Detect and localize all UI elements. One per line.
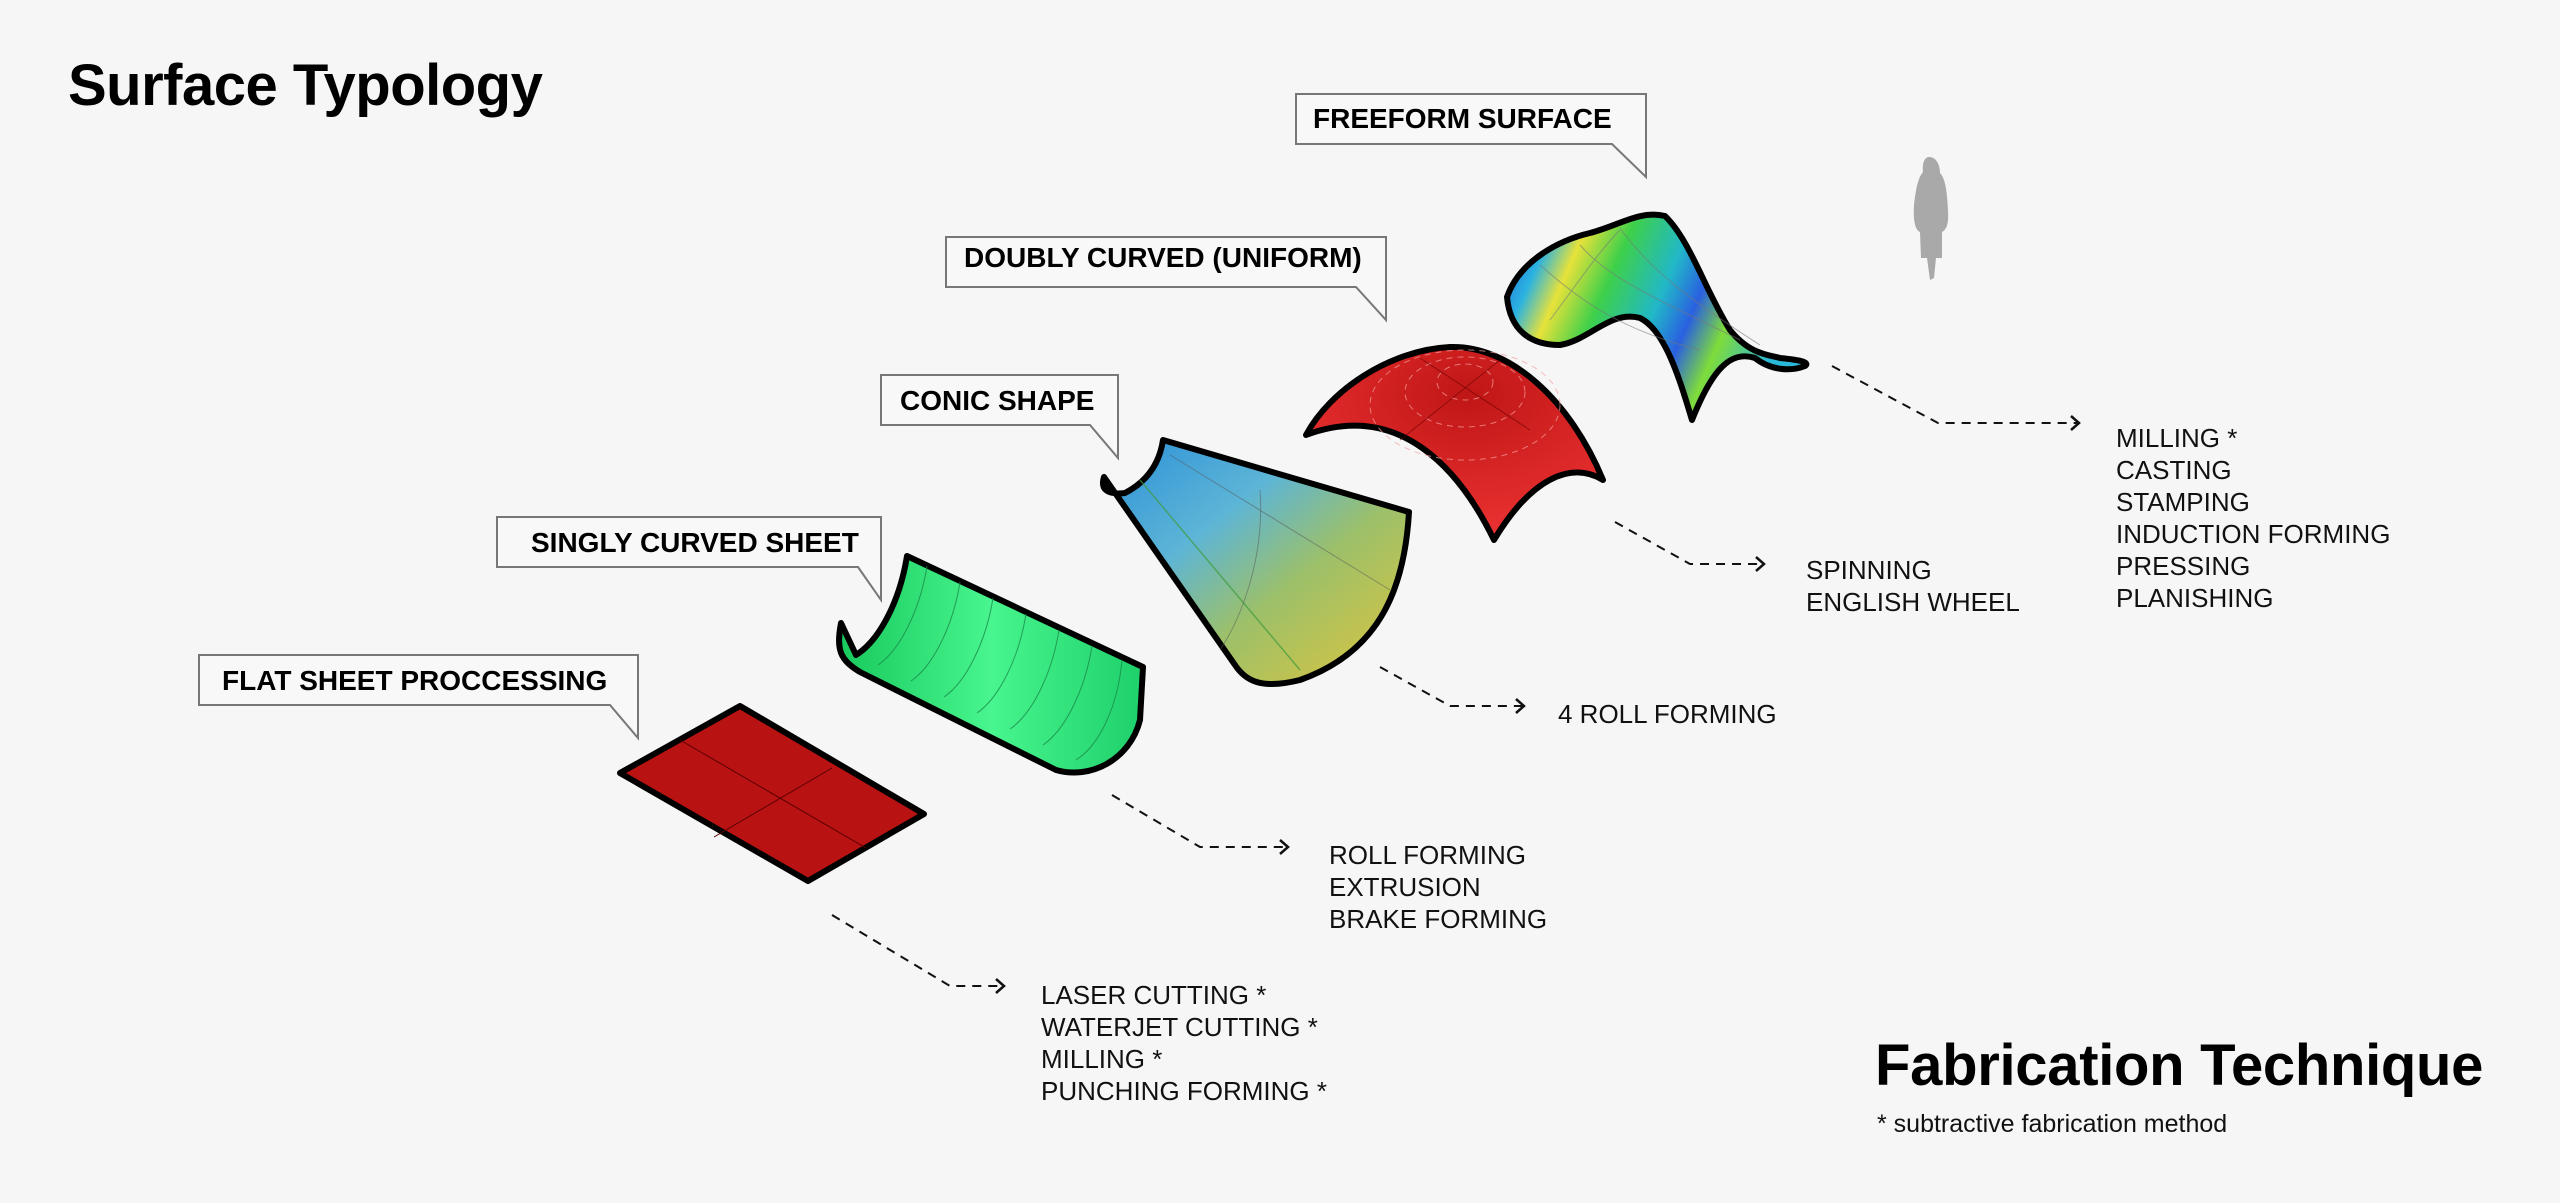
label-flat-sheet: FLAT SHEET PROCCESSING — [222, 665, 608, 696]
arrowhead-icon — [1279, 839, 1290, 855]
leader-arrow-conic — [1379, 666, 1522, 707]
technique-item: INDUCTION FORMING — [2116, 519, 2391, 549]
technique-item: PRESSING — [2116, 551, 2251, 581]
arrowhead-icon — [995, 978, 1006, 994]
leader-arrow-freeform — [1831, 365, 2077, 424]
person-silhouette-icon — [1913, 157, 1949, 280]
leader-arrow-singly — [1111, 794, 1286, 848]
technique-item: WATERJET CUTTING * — [1041, 1012, 1318, 1042]
technique-item: PUNCHING FORMING * — [1041, 1076, 1327, 1106]
technique-item: CASTING — [2116, 455, 2232, 485]
doubly-curved-surface — [1303, 343, 1606, 543]
conic-surface — [1100, 437, 1412, 687]
technique-item: 4 ROLL FORMING — [1558, 699, 1777, 729]
technique-item: MILLING * — [1041, 1044, 1163, 1074]
singly-curved-surface — [836, 553, 1146, 776]
label-singly-curved: SINGLY CURVED SHEET — [531, 527, 859, 558]
leader-arrow-doubly — [1614, 521, 1762, 565]
flat-sheet-surface — [617, 703, 927, 884]
callout-singly-curved — [496, 516, 882, 604]
technique-item: LASER CUTTING * — [1041, 980, 1267, 1010]
technique-item: PLANISHING — [2116, 583, 2274, 613]
technique-item: EXTRUSION — [1329, 872, 1481, 902]
techniques-freeform: MILLING * CASTING STAMPING INDUCTION FOR… — [2116, 422, 2390, 614]
page-title: Surface Typology — [68, 53, 543, 118]
technique-item: ENGLISH WHEEL — [1806, 587, 2020, 617]
techniques-flat-sheet: LASER CUTTING * WATERJET CUTTING * MILLI… — [1041, 979, 1327, 1107]
arrowhead-icon — [1515, 698, 1526, 714]
techniques-conic: 4 ROLL FORMING — [1558, 698, 1777, 730]
technique-item: MILLING * — [2116, 423, 2238, 453]
arrowhead-icon — [1755, 556, 1766, 572]
label-doubly-curved: DOUBLY CURVED (UNIFORM) — [964, 242, 1362, 273]
callout-doubly-curved — [945, 236, 1387, 323]
technique-item: BRAKE FORMING — [1329, 904, 1548, 934]
arrowhead-icon — [2070, 415, 2081, 431]
freeform-surface — [1504, 211, 1810, 423]
legend-title: Fabrication Technique — [1875, 1033, 2484, 1098]
technique-item: SPINNING — [1806, 555, 1932, 585]
callout-freeform — [1295, 93, 1647, 180]
techniques-singly-curved: ROLL FORMING EXTRUSION BRAKE FORMING — [1329, 839, 1547, 935]
legend-note: * subtractive fabrication method — [1877, 1110, 2228, 1138]
technique-item: ROLL FORMING — [1329, 840, 1526, 870]
label-conic: CONIC SHAPE — [900, 385, 1095, 416]
label-freeform: FREEFORM SURFACE — [1313, 103, 1612, 134]
leader-arrow-flat — [831, 914, 1002, 987]
callout-conic — [880, 374, 1119, 461]
callout-flat-sheet — [198, 654, 639, 741]
techniques-doubly-curved: SPINNING ENGLISH WHEEL — [1806, 554, 2020, 618]
technique-item: STAMPING — [2116, 487, 2250, 517]
